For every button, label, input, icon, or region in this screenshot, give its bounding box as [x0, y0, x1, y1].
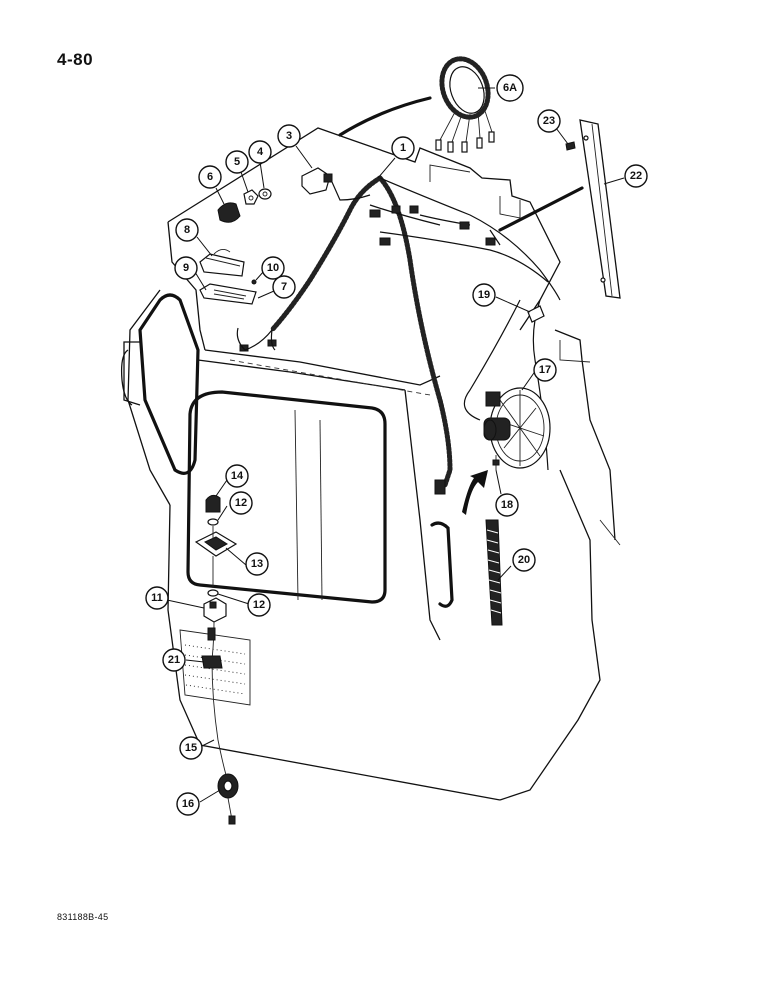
callout-label: 12 [253, 599, 265, 611]
callout-label: 3 [286, 130, 292, 142]
callout-label: 9 [183, 262, 189, 274]
callout-label: 11 [151, 592, 163, 604]
callout-13: 13 [245, 552, 269, 576]
callout-3: 3 [277, 124, 301, 148]
main-wiring-harness [236, 175, 561, 495]
callout-21: 21 [162, 648, 186, 672]
leader-lines [166, 87, 625, 803]
callout-label: 8 [184, 224, 190, 236]
callout-label: 14 [231, 470, 244, 482]
callout-6: 6 [198, 165, 222, 189]
callout-17: 17 [533, 358, 557, 382]
callout-22: 22 [624, 164, 648, 188]
callout-23: 23 [537, 109, 561, 133]
washer-upper [207, 518, 219, 526]
lead-wire [207, 621, 227, 776]
mounting-bracket [579, 119, 621, 299]
callout-18: 18 [495, 493, 519, 517]
mounting-plate [194, 531, 238, 557]
callout-label: 21 [168, 654, 180, 666]
washer [258, 188, 272, 200]
page-number: 4-80 [57, 50, 94, 69]
callout-label: 17 [539, 364, 551, 376]
grille-pattern [184, 644, 246, 695]
callout-10: 10 [261, 256, 285, 280]
dome-lamp [199, 249, 245, 277]
callout-label: 7 [281, 281, 287, 293]
callout-11: 11 [145, 586, 169, 610]
lamp-screw [251, 279, 257, 285]
fan-bolt [492, 455, 500, 470]
callout-label: 6A [503, 82, 517, 94]
callout-20: 20 [512, 548, 536, 572]
grommet [217, 773, 239, 825]
callout-label: 15 [185, 742, 197, 754]
callout-label: 20 [518, 554, 530, 566]
callout-8: 8 [175, 218, 199, 242]
callout-7: 7 [272, 275, 296, 299]
washer-lower [207, 589, 219, 597]
rocker-switch [203, 597, 227, 623]
switch [301, 167, 333, 195]
callout-label: 19 [478, 289, 490, 301]
callout-6a: 6A [496, 74, 524, 102]
knob [217, 202, 241, 223]
cab-body [120, 127, 621, 801]
nut [243, 189, 259, 205]
jumper-wire-coil [435, 56, 495, 153]
callout-4: 4 [248, 140, 272, 164]
lamp-lens [199, 283, 257, 305]
wire-clip [201, 655, 223, 669]
callout-label: 13 [251, 558, 263, 570]
callout-label: 22 [630, 170, 642, 182]
callout-label: 5 [234, 156, 240, 168]
callout-label: 18 [501, 499, 513, 511]
callout-16: 16 [176, 792, 200, 816]
callout-label: 4 [257, 146, 264, 158]
callout-label: 6 [207, 171, 213, 183]
callout-label: 23 [543, 115, 555, 127]
cable-cover [485, 519, 503, 626]
callout-label: 10 [267, 262, 279, 274]
callout-12-upper: 12 [229, 491, 253, 515]
callout-9: 9 [174, 256, 198, 280]
callout-14: 14 [225, 464, 249, 488]
callout-label: 1 [400, 142, 406, 154]
callout-5: 5 [225, 150, 249, 174]
callout-19: 19 [472, 283, 496, 307]
screw [565, 141, 576, 151]
callout-15: 15 [179, 736, 203, 760]
drawing-code: 831188B-45 [57, 912, 109, 922]
cap [205, 494, 221, 513]
harness-clip [527, 305, 545, 323]
direction-arrow [462, 470, 488, 515]
callout-1: 1 [391, 136, 415, 160]
callout-label: 16 [182, 798, 194, 810]
callout-label: 12 [235, 497, 247, 509]
fan [483, 387, 551, 469]
callout-12-lower: 12 [247, 593, 271, 617]
